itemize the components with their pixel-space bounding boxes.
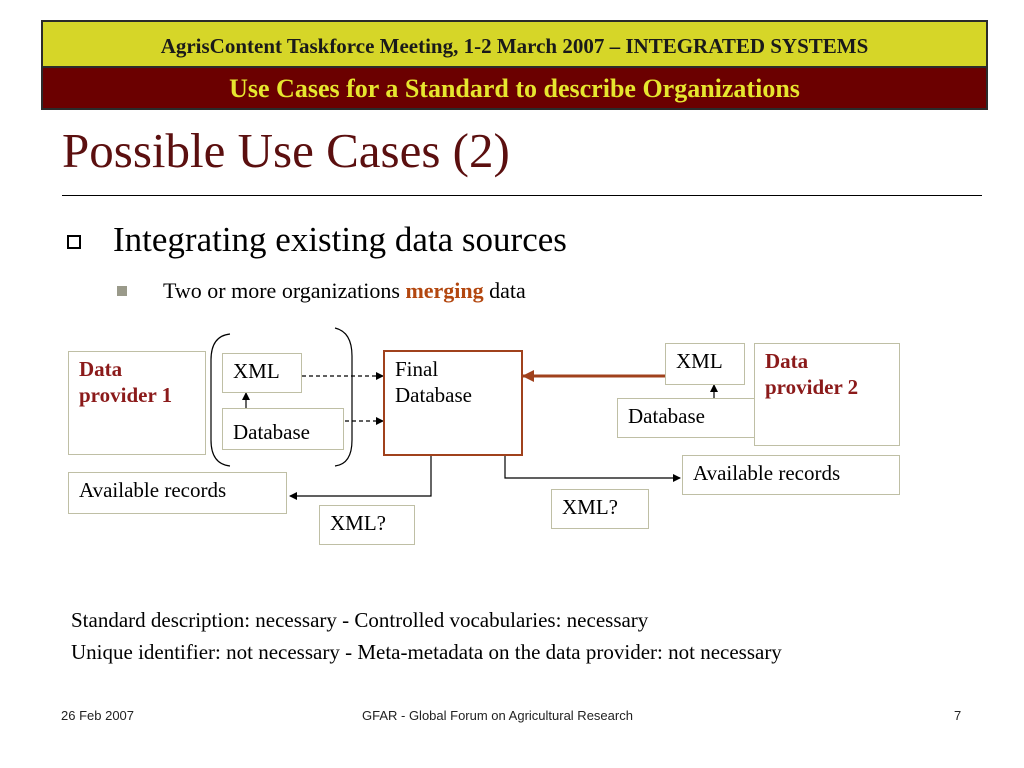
available-records-left-box: Available records — [68, 472, 287, 514]
bullet2-text-before: Two or more organizations — [163, 278, 406, 303]
provider2-line1: Data — [765, 349, 809, 373]
data-provider-2-box: Data provider 2 — [754, 343, 900, 446]
final-to-available-right-arrow — [504, 456, 681, 482]
final-line1: Final — [395, 357, 439, 381]
final-database-box: Final Database — [383, 350, 523, 456]
bullet-level1: Integrating existing data sources — [113, 220, 567, 259]
provider2-line2: provider 2 — [765, 375, 859, 400]
xml-question-left-box: XML? — [319, 505, 415, 545]
meeting-banner: AgrisContent Taskforce Meeting, 1-2 Marc… — [41, 20, 988, 68]
xml-question-right-box: XML? — [551, 489, 649, 529]
note-standard: Standard description: necessary - Contro… — [71, 608, 649, 632]
final-line2: Database — [395, 383, 472, 408]
provider1-line2: provider 1 — [79, 383, 173, 408]
left-bracket-close — [334, 327, 353, 467]
footer-org: GFAR - Global Forum on Agricultural Rese… — [362, 708, 633, 723]
note-identifier: Unique identifier: not necessary - Meta-… — [71, 640, 782, 664]
bullet-level2: Two or more organizations merging data — [163, 278, 526, 304]
database-left-box: Database — [222, 408, 344, 450]
final-to-available-left-arrow — [289, 456, 432, 500]
footer-date: 26 Feb 2007 — [61, 708, 135, 723]
footer-page-number: 7 — [954, 708, 962, 723]
section-banner: Use Cases for a Standard to describe Org… — [41, 68, 988, 110]
data-provider-1-box: Data provider 1 — [68, 351, 206, 455]
hollow-square-bullet-icon — [67, 235, 81, 249]
title-divider — [62, 195, 982, 196]
xml-left-box: XML — [222, 353, 302, 393]
slide-title: Possible Use Cases (2) — [62, 123, 510, 178]
provider1-line1: Data — [79, 357, 123, 381]
left-bracket-open — [210, 333, 231, 467]
filled-square-bullet-icon — [117, 286, 127, 296]
bullet2-emphasis: merging — [405, 278, 484, 303]
bullet2-text-after: data — [483, 278, 526, 303]
database-right-box: Database — [617, 398, 755, 438]
available-records-right-box: Available records — [682, 455, 900, 495]
xml-right-box: XML — [665, 343, 745, 385]
